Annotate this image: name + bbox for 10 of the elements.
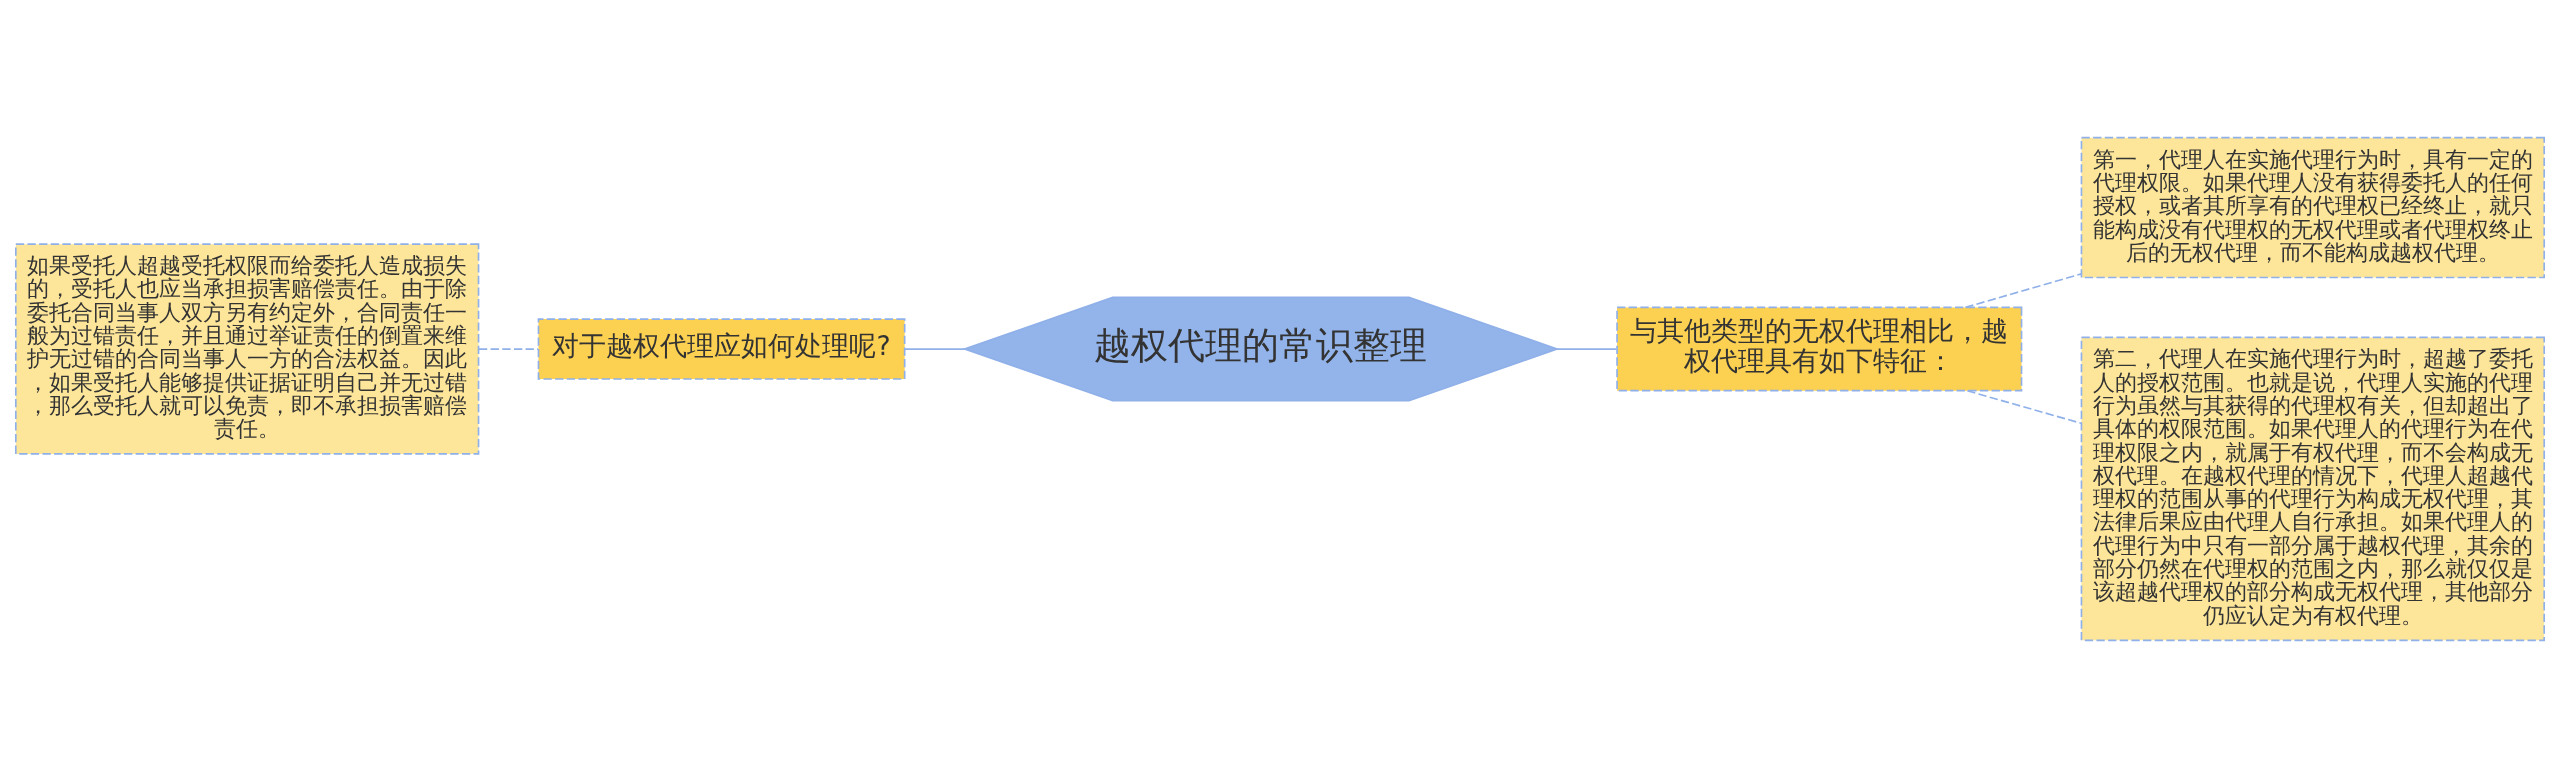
- connector: [1964, 273, 2083, 309]
- connector: [478, 348, 539, 350]
- connector: [903, 348, 966, 350]
- connector: [1966, 390, 2082, 425]
- node-box: 与其他类型的无权代理相比，越权代理具有如下特征：: [1616, 306, 2023, 392]
- node-box: 如果受托人超越受托权限而给委托人造成损失的，受托人也应当承担损害赔偿责任。由于除委托合同当事人双方另有约定外，合同责任一般为过错责任，并且通过举证责任的倒置来维护无过错的合同当事人一方的合法权益。因此，如果受托人能够提供证据证明自己并无过错，那么受托人就可以免责，即不承担损害赔偿责任。: [15, 243, 480, 455]
- node-box: 对于越权代理应如何处理呢?: [537, 318, 906, 380]
- node-box: 第一，代理人在实施代理行为时，具有一定的代理权限。如果代理人没有获得委托人的任何授权，或者其所享有的代理权已经终止，就只能构成没有代理权的无权代理或者代理权终止后的无权代理，而不能构成越权代理。: [2080, 136, 2545, 279]
- connector: [1556, 348, 1618, 350]
- node-box: 第二，代理人在实施代理行为时，超越了委托人的授权范围。也就是说，代理人实施的代理行为虽然与其获得的代理权有关，但却超出了具体的权限范围。如果代理人的代理行为在代理权限之内，就属于有权代理，而不会构成无权代理。在越权代理的情况下，代理人超越代理权的范围从事的代理行为构成无权代理，其法律后果应由代理人自行承担。如果代理人的代理行为中只有一部分属于越权代理，其余的部分仍然在代理权的范围之内，那么就仅仅是该超越代理权的部分构成无权代理，其他部分仍应认定为有权代理。: [2080, 336, 2545, 642]
